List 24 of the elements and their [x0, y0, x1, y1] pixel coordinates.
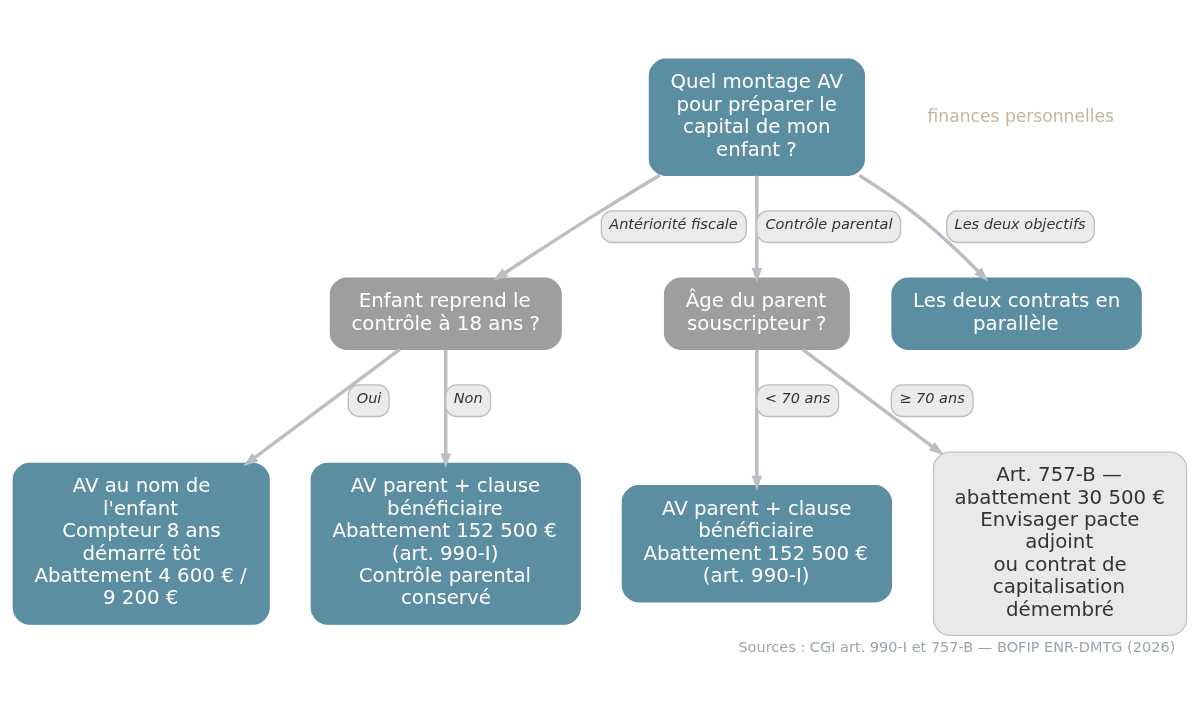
edge-label: Oui — [356, 390, 382, 407]
edge-label: < 70 ans — [764, 390, 831, 407]
arrow — [858, 174, 989, 282]
arrow — [751, 349, 763, 491]
node-box: AV parent + clause bénéficiaire Abattement 152 500 € (art. 990-I) — [621, 485, 892, 603]
node-box: Les deux contrats en parallèle — [891, 277, 1142, 350]
node-box: Quel montage AV pour préparer le capital de mon enfant ? — [648, 58, 865, 176]
label: finances personnelles — [927, 105, 1114, 126]
node-box: Enfant reprend le contrôle à 18 ans ? — [329, 277, 562, 350]
arrow — [801, 348, 944, 456]
edge-label: Les deux objectifs — [954, 216, 1086, 233]
node-box: Âge du parent souscripteur ? — [663, 277, 850, 350]
arrow — [243, 347, 401, 467]
arrow — [751, 175, 763, 283]
edge-label: ≥ 70 ans — [899, 390, 965, 407]
node-box: AV au nom de l'enfant Compteur 8 ans démarré tôt Abattement 4 600 € / 9 200 € — [12, 462, 270, 625]
node-box: Art. 757-B — abattement 30 500 € Envisager pacte adjoint ou contrat de capitalisation démembré — [932, 451, 1188, 636]
arrow — [440, 349, 451, 469]
edge-label: Antériorité fiscale — [609, 216, 738, 233]
edge-label: Contrôle parental — [765, 216, 893, 233]
edge-label: Non — [453, 390, 483, 407]
node-box: AV parent + clause bénéficiaire Abattement 152 500 € (art. 990-I) Contrôle parental conservé — [310, 462, 581, 625]
caption: Sources : CGI art. 990-I et 757-B — BOFIP ENR-DMTG (2026) — [738, 639, 1176, 656]
arrow — [492, 173, 661, 281]
